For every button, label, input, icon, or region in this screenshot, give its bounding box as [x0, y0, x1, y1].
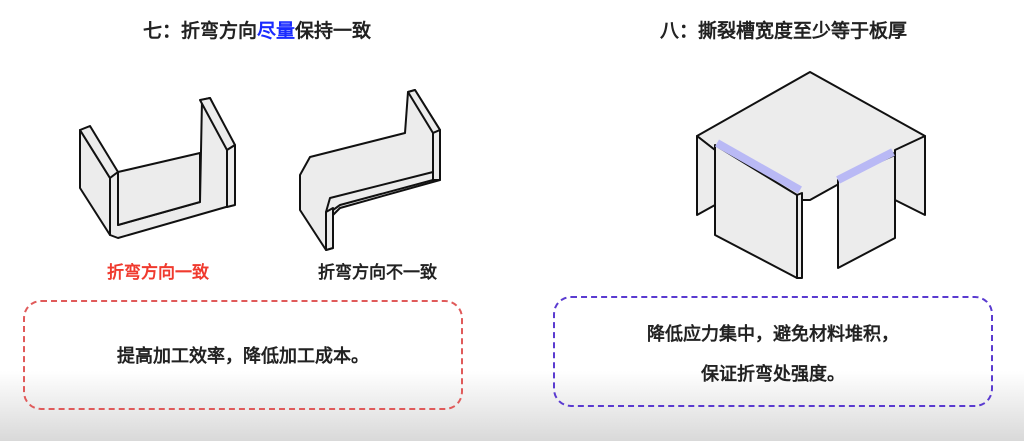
label-inconsistent: 折弯方向不一致	[318, 263, 437, 283]
label-consistent: 折弯方向一致	[107, 263, 209, 283]
z-channel-illustration	[299, 89, 441, 251]
right-note-line2: 保证折弯处强度。	[701, 364, 845, 385]
left-title: 七：折弯方向尽量保持一致	[143, 20, 372, 42]
relief-box-illustration	[696, 71, 926, 279]
left-note-box: 提高加工效率，降低加工成本。	[23, 300, 463, 410]
left-note-text: 提高加工效率，降低加工成本。	[117, 346, 369, 367]
right-note-box: 降低应力集中，避免材料堆积， 保证折弯处强度。	[553, 296, 993, 407]
u-channel-illustration	[79, 97, 236, 239]
right-note-line1: 降低应力集中，避免材料堆积，	[647, 324, 899, 345]
right-title: 八：撕裂槽宽度至少等于板厚	[660, 20, 908, 42]
